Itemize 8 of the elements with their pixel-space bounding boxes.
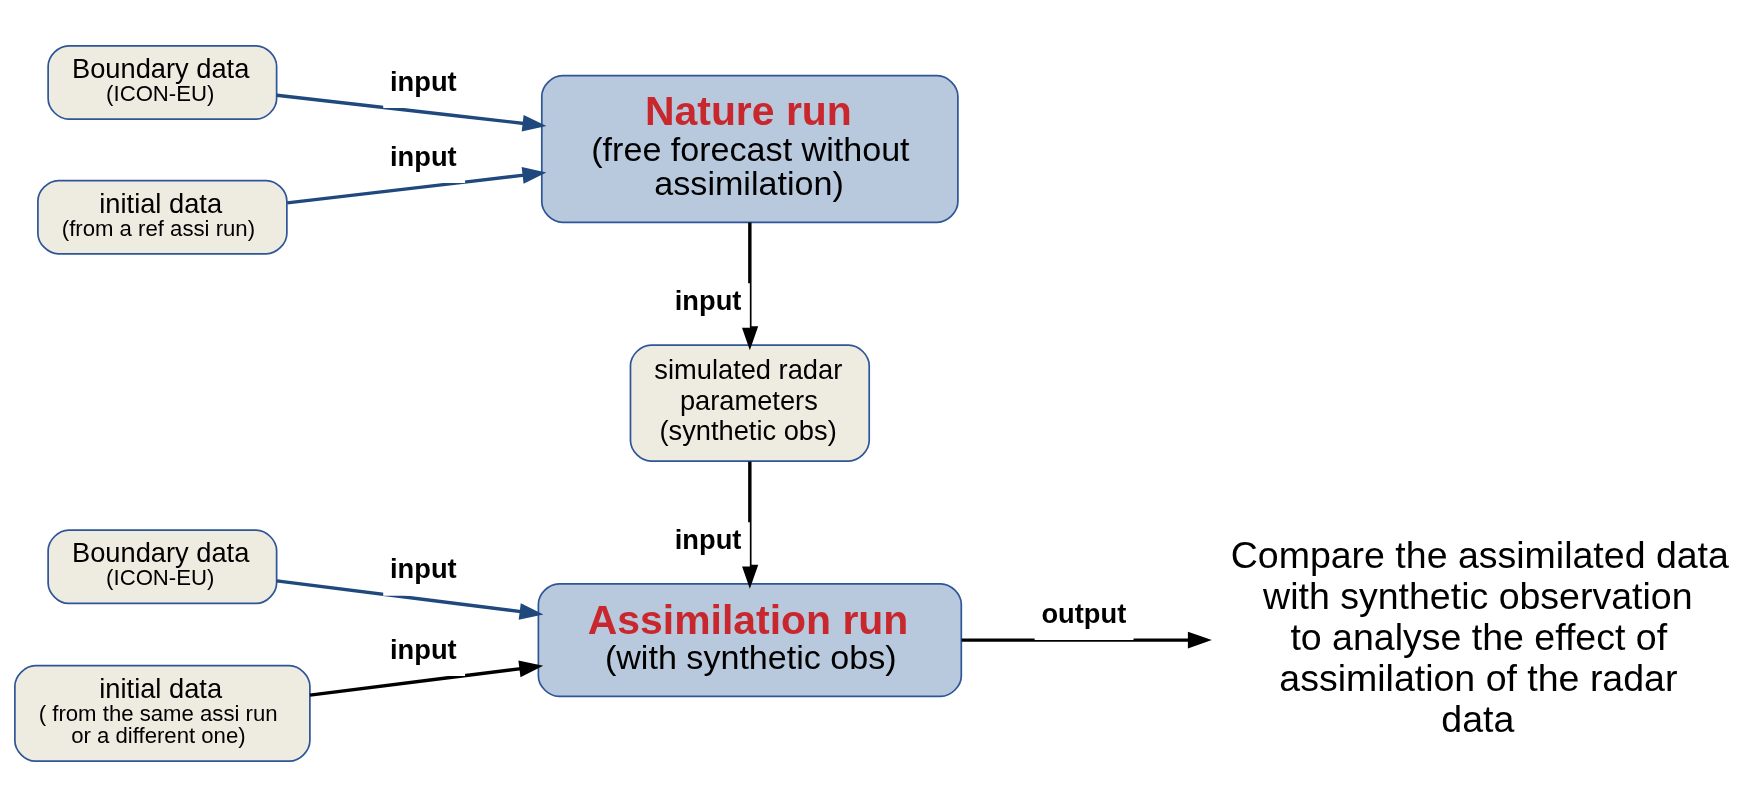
edge-label: input — [390, 552, 457, 584]
edge-label: input — [390, 633, 457, 665]
edge-label: output — [1041, 597, 1127, 629]
edge-label: input — [390, 140, 457, 172]
edge-label: input — [674, 523, 742, 555]
edge-label: input — [390, 65, 457, 97]
node-text: Compare the assimilated data with synthetic observation to analyse the effect of assimilation of the radar data — [1230, 533, 1729, 740]
edge-label: input — [674, 284, 742, 316]
